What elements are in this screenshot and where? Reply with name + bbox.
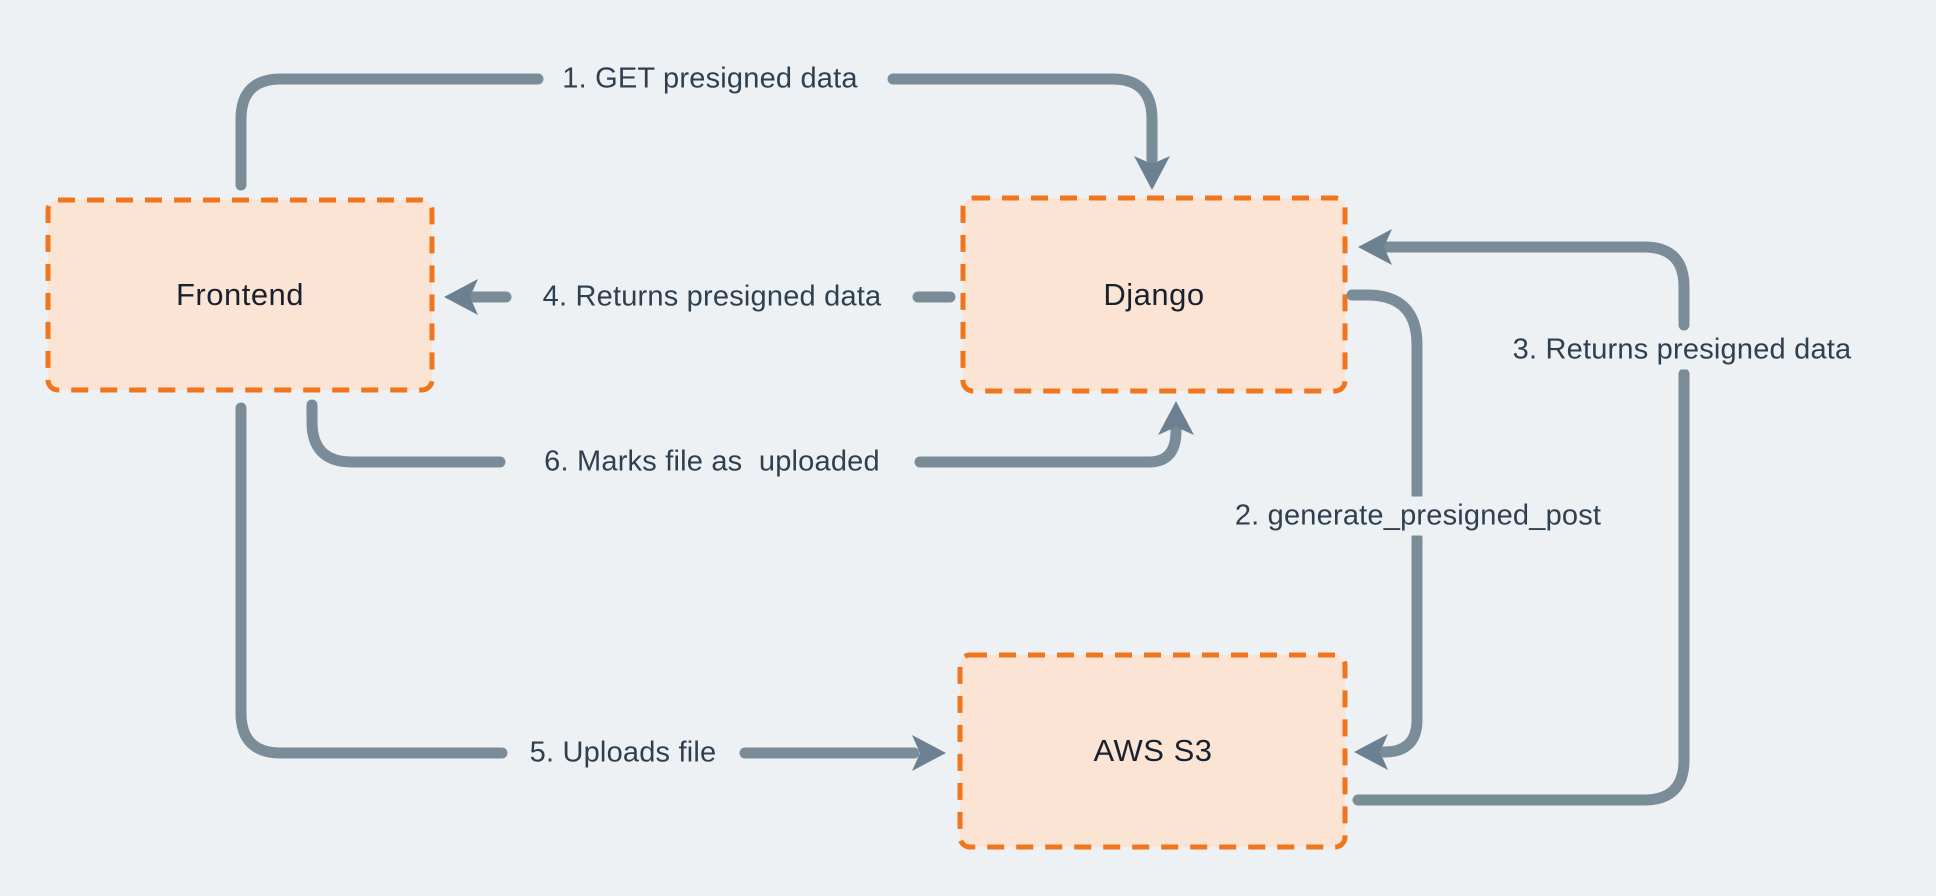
edge-label-2: 2. generate_presigned_post xyxy=(1224,496,1612,536)
edge-2-line xyxy=(1378,532,1423,758)
node-label-aws-s3: AWS S3 xyxy=(1093,733,1213,768)
edge-1-line xyxy=(887,73,1158,166)
edge-6-line xyxy=(914,425,1182,468)
edge-label-5: 5. Uploads file xyxy=(519,733,727,773)
edge-2-line xyxy=(1346,289,1423,501)
edge-label-3: 3. Returns presigned data xyxy=(1502,330,1862,370)
edge-5-arrowhead-icon xyxy=(912,735,946,771)
edge-6-line xyxy=(306,399,506,468)
edge-label-6: 6. Marks file as uploaded xyxy=(534,442,890,482)
edge-1-arrowhead-icon xyxy=(1134,156,1170,190)
edge-3-line xyxy=(1382,241,1690,331)
edge-4-arrowhead-icon xyxy=(444,279,478,315)
edge-5-line xyxy=(235,402,508,759)
edge-2-arrowhead-icon xyxy=(1354,734,1388,770)
node-label-django: Django xyxy=(1103,277,1205,312)
node-label-frontend: Frontend xyxy=(175,277,305,312)
edge-label-1: 1. GET presigned data xyxy=(552,59,868,99)
aws-s3-box xyxy=(957,652,1348,850)
edge-1-line xyxy=(235,73,544,191)
edge-label-4: 4. Returns presigned data xyxy=(532,277,892,317)
edge-3-arrowhead-icon xyxy=(1358,229,1392,265)
frontend-box xyxy=(45,197,435,393)
edge-3-line xyxy=(1352,368,1690,806)
django-box xyxy=(960,195,1348,394)
edge-6-arrowhead-icon xyxy=(1158,401,1194,435)
